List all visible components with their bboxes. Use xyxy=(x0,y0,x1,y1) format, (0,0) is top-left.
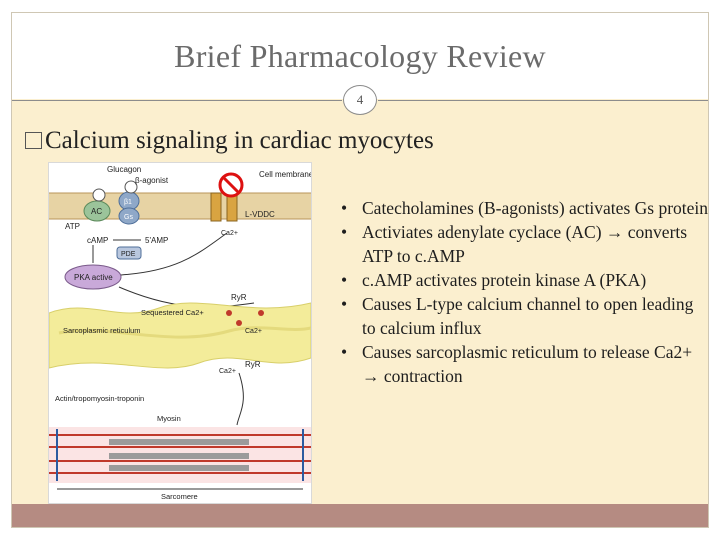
bullet-item: • Causes L-type calcium channel to open l… xyxy=(338,292,710,340)
bullet-text: c.AMP activates protein kinase A (PKA) xyxy=(362,270,647,290)
l-vddc-channel xyxy=(210,172,244,222)
title-band xyxy=(12,13,708,99)
actin-label: Actin/tropomyosin-troponin xyxy=(55,394,144,403)
beta-agonist-label: β-agonist xyxy=(135,176,169,185)
bullet-item: • Activiates adenylate cyclace (AC) → con… xyxy=(338,220,710,268)
bullet-item: • c.AMP activates protein kinase A (PKA) xyxy=(338,268,710,292)
bullet-item: • Catecholamines (B-agonists) activates G… xyxy=(338,196,710,220)
slide-heading: Calcium signaling in cardiac myocytes xyxy=(25,127,434,155)
bullet-item: • Causes sarcoplasmic reticulum to releas… xyxy=(338,340,710,388)
bullet-list: • Catecholamines (B-agonists) activates G… xyxy=(338,196,710,388)
bullet-dot-icon: • xyxy=(341,270,348,290)
pde-label: PDE xyxy=(121,251,136,258)
camp-label: cAMP xyxy=(87,236,108,245)
pka-active-label: PKA active xyxy=(74,273,113,282)
bullet-text: Catecholamines (B-agonists) activates Gs… xyxy=(362,198,709,218)
sarcomere-diagram xyxy=(49,427,311,490)
heading-text: Calcium signaling in cardiac myocytes xyxy=(45,127,434,154)
slide-title: Brief Pharmacology Review xyxy=(174,38,546,74)
cardiac-myocyte-figure: Glucagon β-agonist β1 Gs AC Cell membran… xyxy=(48,162,312,504)
ryr-bottom-label: RyR xyxy=(245,360,261,369)
page-number-badge: 4 xyxy=(343,85,377,115)
cell-membrane-label: Cell membrane xyxy=(259,170,311,179)
myosin-label: Myosin xyxy=(157,414,181,423)
title-divider-left xyxy=(12,100,342,101)
atp-label: ATP xyxy=(65,222,80,231)
sarcomere-label: Sarcomere xyxy=(161,492,198,501)
glucagon-label: Glucagon xyxy=(107,165,141,174)
ac-label: AC xyxy=(91,207,102,216)
bullet-text: Causes sarcoplasmic reticulum to release… xyxy=(362,342,693,386)
l-vddc-label: L-VDDC xyxy=(245,210,275,219)
bullet-text: Causes L-type calcium channel to open le… xyxy=(362,294,694,338)
footer-bar xyxy=(12,504,708,527)
bullet-dot-icon: • xyxy=(341,294,348,314)
receptor-complex xyxy=(83,180,140,225)
ryr-top-label: RyR xyxy=(231,293,247,302)
sequestered-label: Sequestered Ca2+ xyxy=(141,308,204,317)
pde-box xyxy=(116,246,142,260)
bullet-dot-icon: • xyxy=(341,342,348,362)
bullet-dot-icon: • xyxy=(341,198,348,218)
gs-label: Gs xyxy=(124,214,133,221)
title-divider-right xyxy=(378,100,708,101)
bullet-text: Activiates adenylate cyclace (AC) → conv… xyxy=(362,222,688,266)
square-bullet-icon xyxy=(25,132,42,149)
sarcoplasmic-label: Sarcoplasmic reticulum xyxy=(63,326,141,335)
five-amp-label: 5'AMP xyxy=(145,236,168,245)
bullet-dot-icon: • xyxy=(341,222,348,242)
ca-influx-label: Ca2+ xyxy=(221,230,238,237)
b1-label: β1 xyxy=(124,199,132,206)
pka-oval xyxy=(64,264,122,290)
sarcoplasmic-reticulum xyxy=(49,302,311,369)
ca-low-label: Ca2+ xyxy=(219,368,236,375)
ca-mid-label: Ca2+ xyxy=(245,328,262,335)
